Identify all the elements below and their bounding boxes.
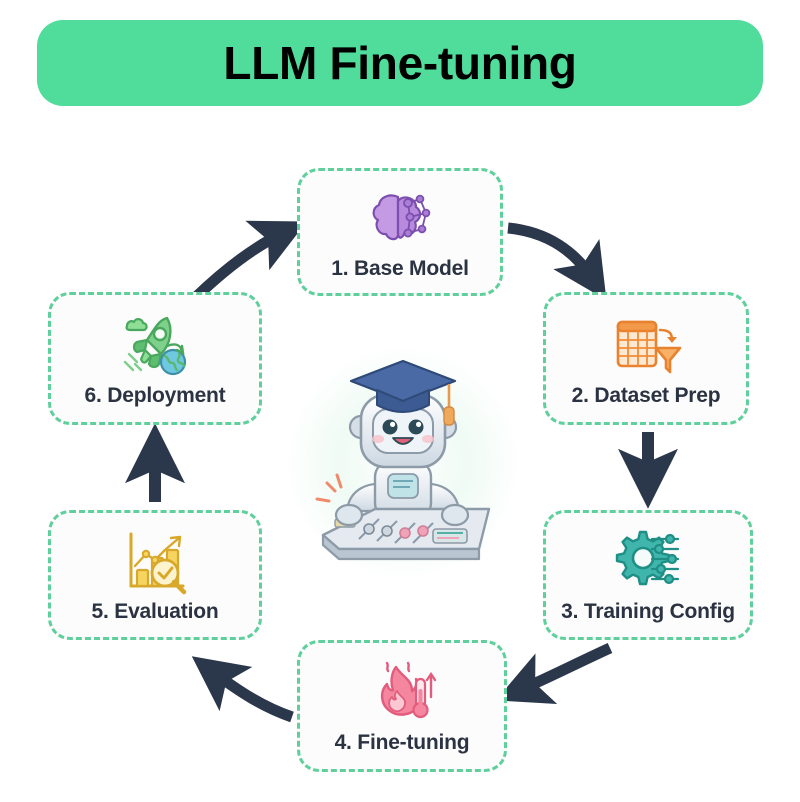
arrow-fine-tuning-to-evaluation xyxy=(191,656,294,723)
node-label: 5. Evaluation xyxy=(91,600,219,623)
page-title-banner: LLM Fine-tuning xyxy=(37,20,763,106)
page-title: LLM Fine-tuning xyxy=(223,37,577,89)
rocket-globe-icon xyxy=(123,316,187,375)
node-dataset-prep[interactable]: 2. Dataset Prep xyxy=(543,292,749,425)
node-base-model[interactable]: 1. Base Model xyxy=(297,168,503,296)
brain-network-icon xyxy=(372,194,431,241)
node-label: 2. Dataset Prep xyxy=(571,383,721,407)
node-deployment[interactable]: 6. Deployment xyxy=(48,292,262,425)
arrow-base-model-to-dataset-prep xyxy=(507,222,607,301)
bar-chart-magnifier-icon xyxy=(129,532,187,595)
node-evaluation[interactable]: 5. Evaluation xyxy=(48,510,262,640)
table-funnel-icon xyxy=(616,320,682,373)
flame-thermometer-icon xyxy=(380,661,437,719)
arrow-training-config-to-fine-tuning xyxy=(495,642,613,705)
node-label: 4. Fine-tuning xyxy=(334,731,470,754)
arrow-deployment-to-base-model xyxy=(192,220,307,301)
node-label: 6. Deployment xyxy=(84,383,226,407)
node-fine-tuning[interactable]: 4. Fine-tuning xyxy=(297,640,507,772)
node-label: 1. Base Model xyxy=(331,257,469,280)
gear-sliders-icon xyxy=(615,530,680,586)
robot-mascot-icon xyxy=(285,345,521,581)
node-label: 3. Training Config xyxy=(561,600,735,623)
node-training-config[interactable]: 3. Training Config xyxy=(543,510,753,640)
